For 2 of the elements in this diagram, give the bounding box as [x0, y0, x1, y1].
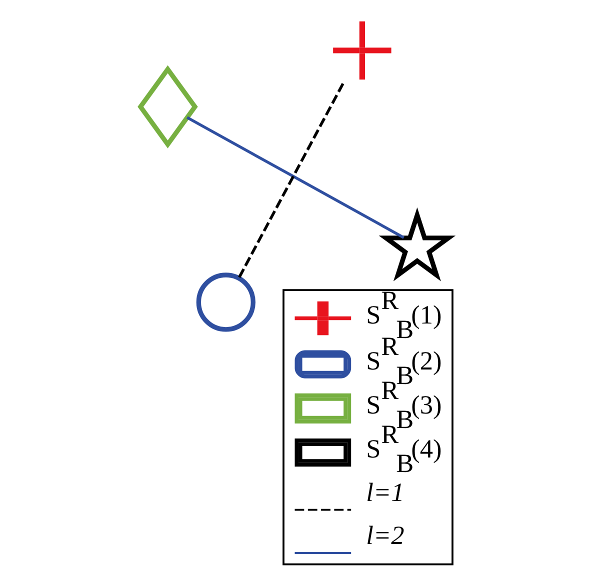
legend-label: l=1	[366, 478, 404, 507]
legend-label: l=2	[366, 520, 404, 550]
